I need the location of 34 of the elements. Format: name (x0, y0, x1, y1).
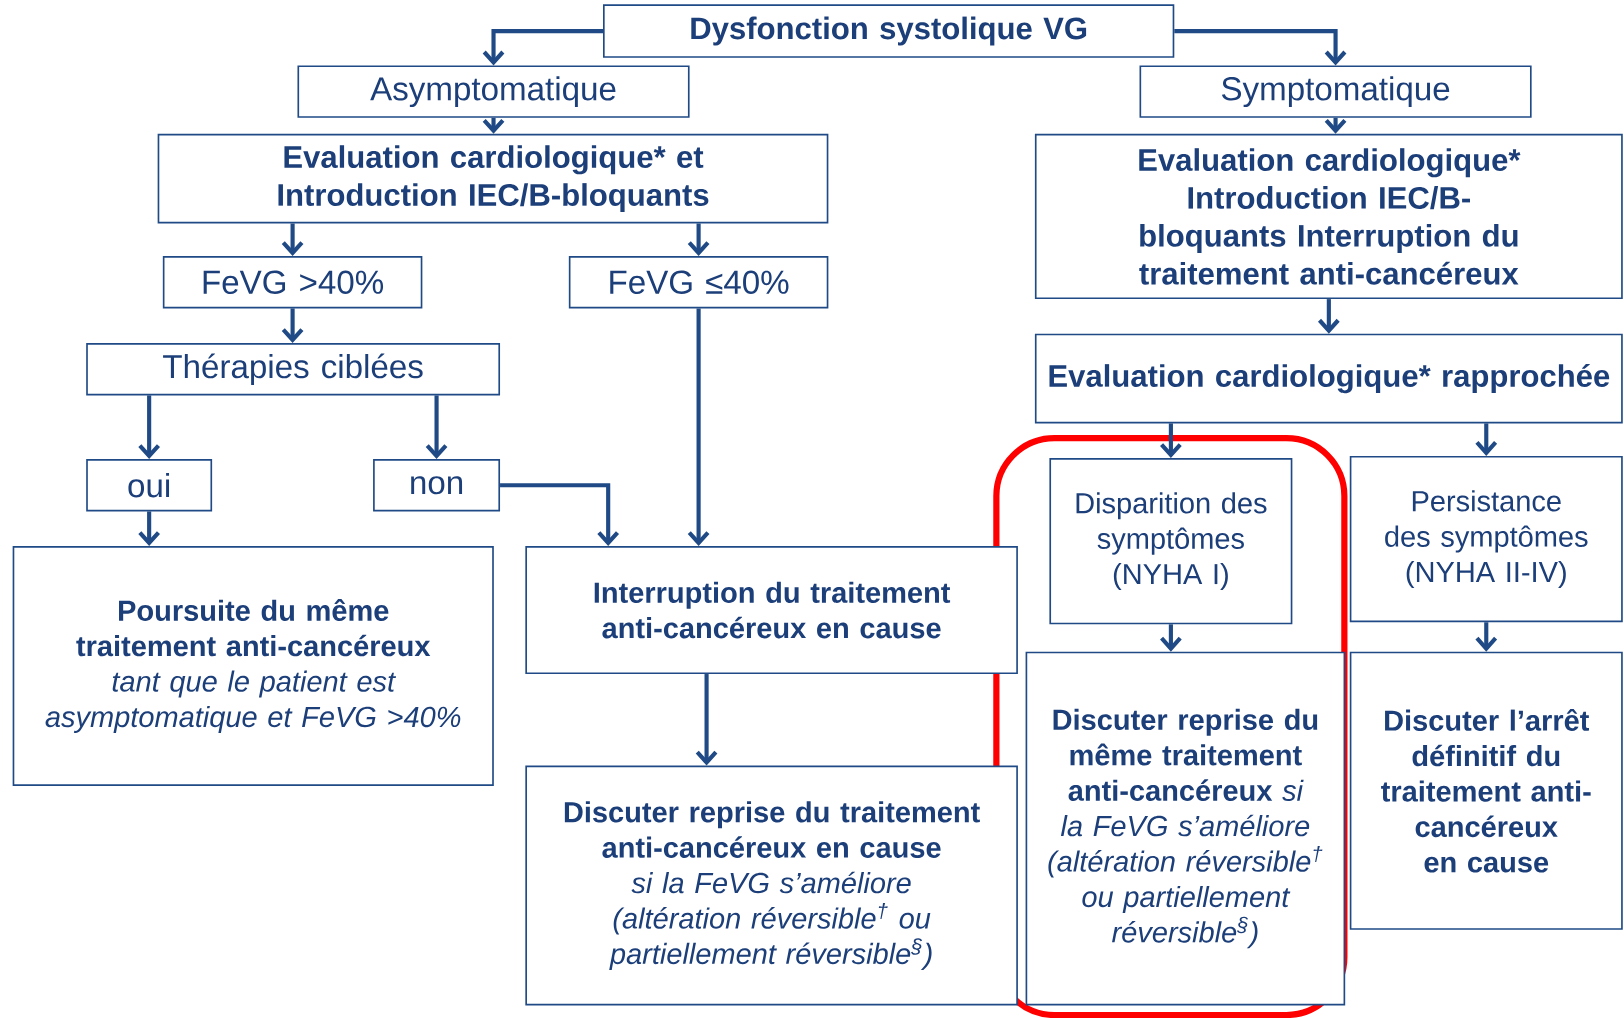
process-box: oui (86, 458, 213, 512)
arrow (1160, 423, 1182, 458)
arrow (482, 28, 603, 66)
arrow (687, 223, 710, 256)
arrow (425, 395, 448, 459)
process-box: Discuter reprise du traitement anti-cancéreux en cause si la FeVG s’améliore (altération réversible$^{†}$ ou partiellement réversible$^{§}$) (525, 765, 1018, 1006)
process-box: Discuter reprise du même traitement anti-cancéreux si la FeVG s’améliore (altération réversible$^{†}$ ou partiellement réversible$^{§}$) (1025, 651, 1346, 1006)
arrow (138, 511, 160, 546)
arrow (687, 308, 710, 546)
arrow (1174, 28, 1347, 66)
process-box: Evaluation cardiologique* rapprochée (1034, 333, 1623, 424)
process-box: FeVG ≤40% (568, 256, 829, 309)
process-box: non (373, 458, 501, 512)
arrow (1160, 624, 1182, 652)
arrow (1475, 423, 1498, 456)
process-box: Thérapies ciblées (86, 343, 501, 396)
process-box: Poursuite du même traitement anti-cancéreux tant que le patient est asymptomatique et FeVG >40% (12, 545, 494, 786)
process-box: Evaluation cardiologique* et Introduction IEC/B-bloquants (157, 133, 829, 224)
arrow (1475, 622, 1498, 652)
process-box: FeVG >40% (162, 256, 423, 309)
process-box: Dysfonction systolique VG (603, 4, 1175, 58)
arrow (138, 395, 160, 459)
arrow (500, 483, 620, 546)
arrow (1317, 299, 1340, 334)
arrow (695, 674, 718, 766)
process-box: Disparition des symptômes (NYHA I) (1049, 457, 1293, 625)
process-box: Symptomatique (1139, 65, 1532, 118)
process-box: Persistance des symptômes (NYHA II-IV) (1349, 455, 1623, 623)
process-box: Discuter l’arrêt définitif du traitement anti-cancéreux en cause (1349, 651, 1623, 930)
process-box: Evaluation cardiologique* Introduction IEC/B-bloquants Interruption du traitement anti-cancéreux (1034, 133, 1623, 300)
arrow (281, 308, 304, 343)
process-box: Asymptomatique (297, 65, 690, 118)
process-box: Interruption du traitement anti-cancéreux en cause (525, 545, 1018, 674)
arrow (281, 223, 304, 256)
